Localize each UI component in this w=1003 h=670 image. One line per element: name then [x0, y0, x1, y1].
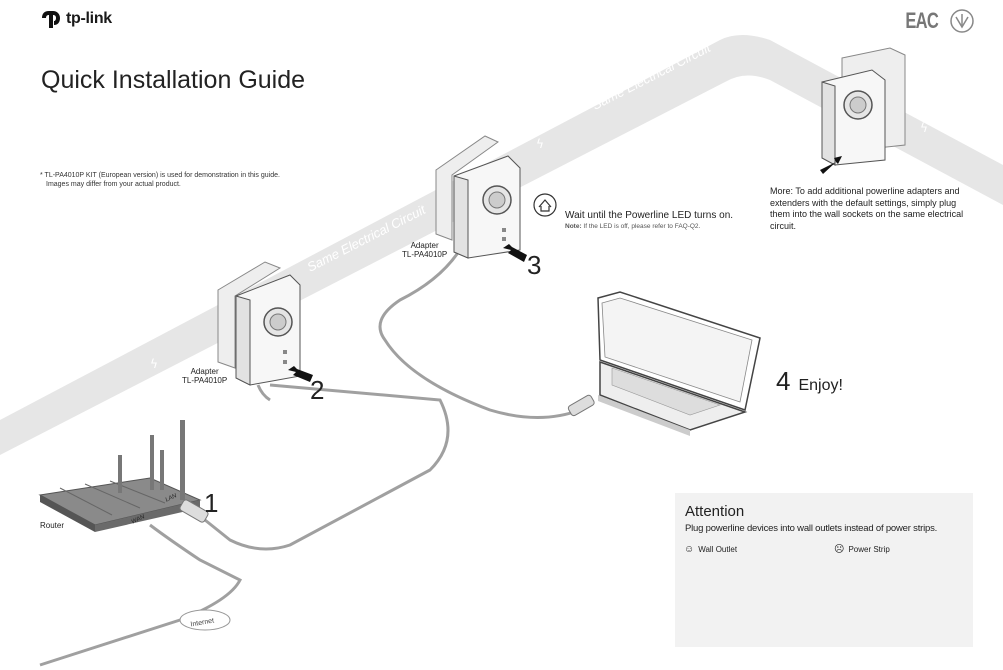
power-strip-label: Power Strip [848, 545, 890, 554]
internet-cable [39, 523, 243, 667]
adapter1-cable [256, 384, 271, 402]
power-strip-option: ☹ Power Strip [834, 544, 890, 555]
router-label: Router [40, 521, 65, 530]
more-text: To add additional powerline adapters and… [770, 186, 964, 231]
step-3-number: 3 [527, 250, 542, 280]
router-wan-port-label: WAN [131, 514, 147, 526]
additional-adapter-device [821, 47, 906, 166]
attention-subtitle: Plug powerline devices into wall outlets… [685, 523, 938, 534]
smile-icon: ☺ [684, 544, 695, 555]
wait-instruction: Wait until the Powerline LED turns on. N… [565, 210, 733, 230]
tp-link-logo-icon [42, 11, 60, 28]
adapter-1-label-line2: TL-PA4010P [182, 376, 228, 385]
demo-note-line2: Images may differ from your actual produ… [46, 181, 181, 188]
lightning-icon: ϟ [150, 357, 158, 371]
more-arrow [820, 156, 842, 174]
wait-main-text: Wait until the Powerline LED turns on. [565, 210, 734, 221]
demo-note: * TL-PA4010P KIT (European version) is u… [40, 171, 280, 189]
adapter-2-label-line2: TL-PA4010P [402, 250, 448, 259]
home-led-icon [533, 193, 557, 217]
step3-arrow [503, 244, 527, 262]
laptop-device [597, 291, 761, 436]
lightning-icon: ϟ [536, 137, 544, 151]
brand-name: tp-link [66, 10, 112, 27]
router-lan-port-label: LAN [165, 493, 179, 504]
certification-seal-icon [950, 9, 974, 33]
attention-panel: Attention Plug powerline devices into wa… [675, 493, 973, 647]
eac-mark: EAC [904, 8, 938, 33]
adapter-1-label: Adapter TL-PA4010P [182, 367, 227, 385]
step-1-number: 1 [204, 488, 219, 518]
wall-outlet-option: ☺ Wall Outlet [684, 544, 737, 555]
frown-icon: ☹ [834, 544, 845, 555]
certification-marks: EAC [900, 8, 975, 34]
demo-note-line1: * TL-PA4010P KIT (European version) is u… [40, 172, 280, 179]
laptop-ethernet-plug [567, 394, 595, 417]
internet-cloud-icon [179, 609, 231, 631]
lan-cable [204, 383, 450, 551]
attention-title: Attention [685, 503, 745, 520]
brand-logo: tp-link [40, 8, 112, 30]
lightning-icon: ϟ [920, 121, 928, 135]
wall-outlet-label: Wall Outlet [698, 545, 738, 554]
adapter2-cable [378, 234, 581, 419]
page-title: Quick Installation Guide [41, 66, 306, 94]
wait-note-text: If the LED is off, please refer to FAQ-Q… [583, 223, 701, 230]
step-4: 4 Enjoy! [776, 368, 843, 395]
lan-plug [179, 499, 209, 523]
adapter-1-device [217, 261, 301, 386]
more-label: More: [770, 186, 794, 196]
wait-note-label: Note: [565, 223, 582, 230]
adapter-1-label-line1: Adapter [190, 367, 219, 376]
router-device [38, 420, 202, 532]
step2-arrow [288, 366, 313, 382]
adapter-2-label: Adapter TL-PA4010P [402, 241, 447, 259]
step-4-number: 4 [776, 366, 791, 396]
wait-note: Note: If the LED is off, please refer to… [565, 223, 733, 230]
adapter-2-label-line1: Adapter [410, 241, 439, 250]
step-4-text: Enjoy! [798, 377, 843, 394]
step-2-number: 2 [310, 375, 325, 405]
internet-label: Internet [190, 617, 215, 628]
more-info: More: To add additional powerline adapte… [770, 186, 970, 232]
adapter-2-device [435, 135, 521, 259]
